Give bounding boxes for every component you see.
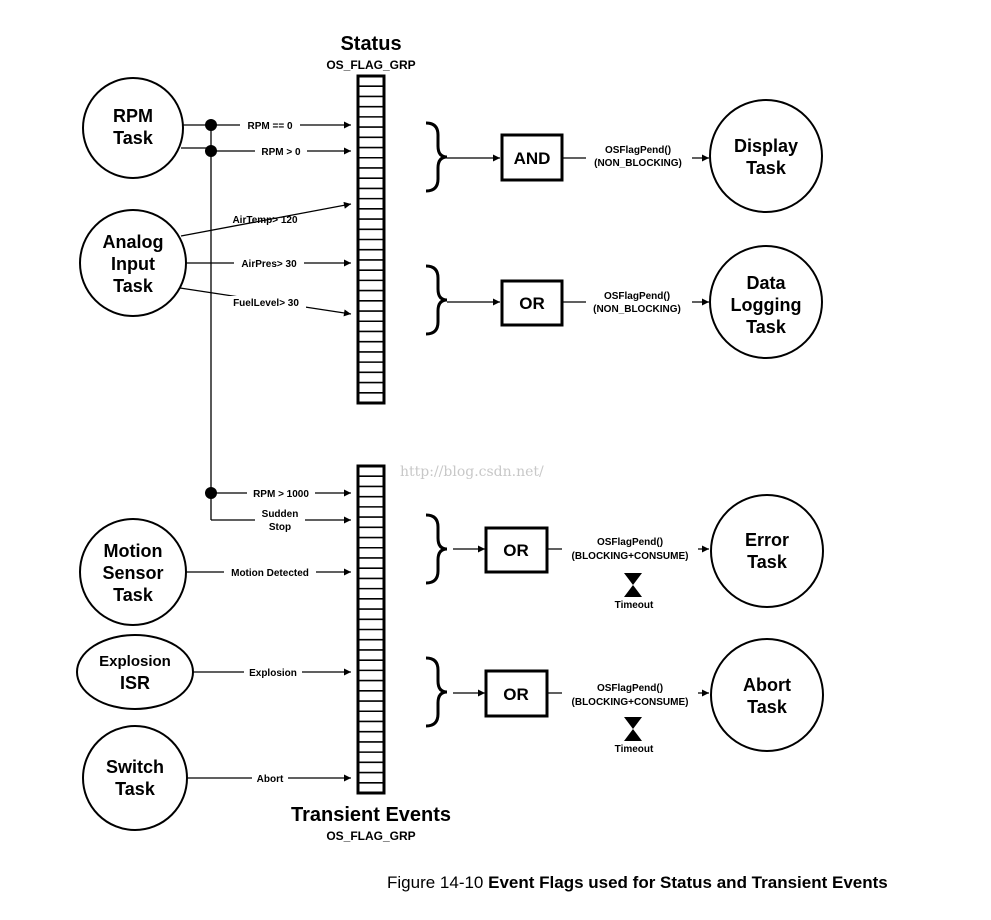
rpm-task-label-1: RPM: [113, 106, 153, 126]
pend-label-1b: (NON_BLOCKING): [594, 158, 682, 169]
pend-arrow-error: OSFlagPend() (BLOCKING+CONSUME): [547, 535, 709, 563]
flag-label-motion-detected: Motion Detected: [231, 568, 309, 579]
pend-label-3a: OSFlagPend(): [597, 537, 663, 548]
motion-sensor-task-node: Motion Sensor Task: [79, 518, 187, 626]
pend-label-1a: OSFlagPend(): [605, 145, 671, 156]
rpm-task-node: RPM Task: [82, 77, 184, 179]
pend-label-2b: (NON_BLOCKING): [593, 304, 681, 315]
status-flag-register: [356, 74, 386, 405]
motion-task-label-2: Sensor: [102, 563, 163, 583]
pend-arrow-abort: OSFlagPend() (BLOCKING+CONSUME): [547, 680, 709, 708]
analog-task-label-1: Analog: [103, 232, 164, 252]
figure-caption: Figure 14-10 Event Flags used for Status…: [387, 873, 888, 892]
error-task-label-2: Task: [747, 552, 788, 572]
flag-label-rpm-gt-0: RPM > 0: [261, 147, 301, 158]
flag-label-explosion: Explosion: [249, 668, 297, 679]
pend-label-2a: OSFlagPend(): [604, 291, 670, 302]
transient-group-subtitle: OS_FLAG_GRP: [326, 829, 415, 843]
motion-task-label-1: Motion: [104, 541, 163, 561]
pend-label-3b: (BLOCKING+CONSUME): [572, 551, 689, 562]
brace-3: [425, 513, 448, 585]
gate-label-and: AND: [514, 149, 551, 168]
error-task-node: Error Task: [710, 494, 824, 608]
flag-airtemp: AirTemp> 120: [180, 201, 352, 237]
switch-task-label-2: Task: [115, 779, 156, 799]
flag-label-abort: Abort: [257, 774, 284, 785]
abort-task-node: Abort Task: [710, 638, 824, 752]
status-group-title: Status: [340, 33, 401, 55]
or-gate-3: OR: [484, 669, 549, 718]
brace-2: [425, 264, 448, 336]
datalog-task-label-1: Data: [746, 273, 786, 293]
flag-label-airtemp: AirTemp> 120: [232, 215, 298, 226]
abort-task-label-1: Abort: [743, 675, 791, 695]
rpm-task-label-2: Task: [113, 128, 154, 148]
flag-explosion: Explosion: [193, 666, 351, 679]
and-gate-1: AND: [500, 133, 564, 182]
analog-task-label-2: Input: [111, 254, 155, 274]
flag-sudden-stop: Sudden Stop: [211, 508, 351, 534]
pend-label-4b: (BLOCKING+CONSUME): [572, 697, 689, 708]
display-task-node: Display Task: [709, 99, 823, 213]
brace-1: [425, 121, 448, 193]
flag-airpres: AirPres> 30: [186, 257, 351, 270]
flag-fuellevel: FuelLevel> 30: [179, 287, 352, 317]
or-gate-1: OR: [500, 279, 564, 327]
gate-label-or-1: OR: [519, 294, 545, 313]
brace-4: [425, 656, 448, 728]
flag-label-rpm-gt-1000: RPM > 1000: [253, 489, 309, 500]
figure-number: Figure 14-10: [387, 873, 488, 892]
pend-arrow-datalog: OSFlagPend() (NON_BLOCKING): [562, 288, 709, 316]
pend-label-4a: OSFlagPend(): [597, 683, 663, 694]
watermark: http://blog.csdn.net/: [400, 464, 544, 480]
motion-task-label-3: Task: [113, 585, 154, 605]
timeout-label-1: Timeout: [615, 600, 654, 611]
timeout-icon: Timeout: [615, 717, 654, 755]
gate-label-or-3: OR: [503, 685, 529, 704]
transient-group-title: Transient Events: [291, 804, 451, 826]
datalog-task-label-3: Task: [746, 317, 787, 337]
gate-label-or-2: OR: [503, 541, 529, 560]
abort-task-label-2: Task: [747, 697, 788, 717]
explosion-isr-node: Explosion ISR: [76, 634, 194, 710]
switch-task-label-1: Switch: [106, 757, 164, 777]
brace-decorations: [425, 121, 448, 728]
transient-flag-register: [356, 464, 386, 795]
rpm-bus: [181, 124, 212, 520]
pend-arrow-display: OSFlagPend() (NON_BLOCKING): [562, 143, 709, 171]
flag-rpm-gt-0: RPM > 0: [211, 145, 351, 158]
display-task-label-2: Task: [746, 158, 787, 178]
flag-motion-detected: Motion Detected: [186, 566, 351, 579]
flag-label-airpres: AirPres> 30: [241, 259, 297, 270]
analog-input-task-node: Analog Input Task: [79, 209, 187, 317]
flag-label-rpm-eq-0: RPM == 0: [247, 121, 292, 132]
or-gate-2: OR: [484, 526, 549, 574]
timeout-icon: Timeout: [615, 573, 654, 611]
figure-title: Event Flags used for Status and Transien…: [488, 873, 888, 892]
display-task-label-1: Display: [734, 136, 798, 156]
flag-label-stop: Stop: [269, 522, 291, 533]
flag-abort: Abort: [187, 772, 351, 785]
flag-rpm-gt-1000: RPM > 1000: [211, 487, 351, 500]
datalog-task-label-2: Logging: [731, 295, 802, 315]
explosion-isr-label-1: Explosion: [99, 653, 171, 670]
flag-rpm-eq-0: RPM == 0: [211, 119, 351, 132]
analog-task-label-3: Task: [113, 276, 154, 296]
error-task-label-1: Error: [745, 530, 789, 550]
data-logging-task-node: Data Logging Task: [709, 245, 823, 359]
status-group-subtitle: OS_FLAG_GRP: [326, 58, 415, 72]
timeout-label-2: Timeout: [615, 744, 654, 755]
flag-label-fuellevel: FuelLevel> 30: [233, 298, 299, 309]
explosion-isr-label-2: ISR: [120, 673, 150, 693]
switch-task-node: Switch Task: [82, 725, 188, 831]
brace-to-gate-arrows: [447, 154, 500, 697]
flag-label-sudden: Sudden: [262, 509, 299, 520]
